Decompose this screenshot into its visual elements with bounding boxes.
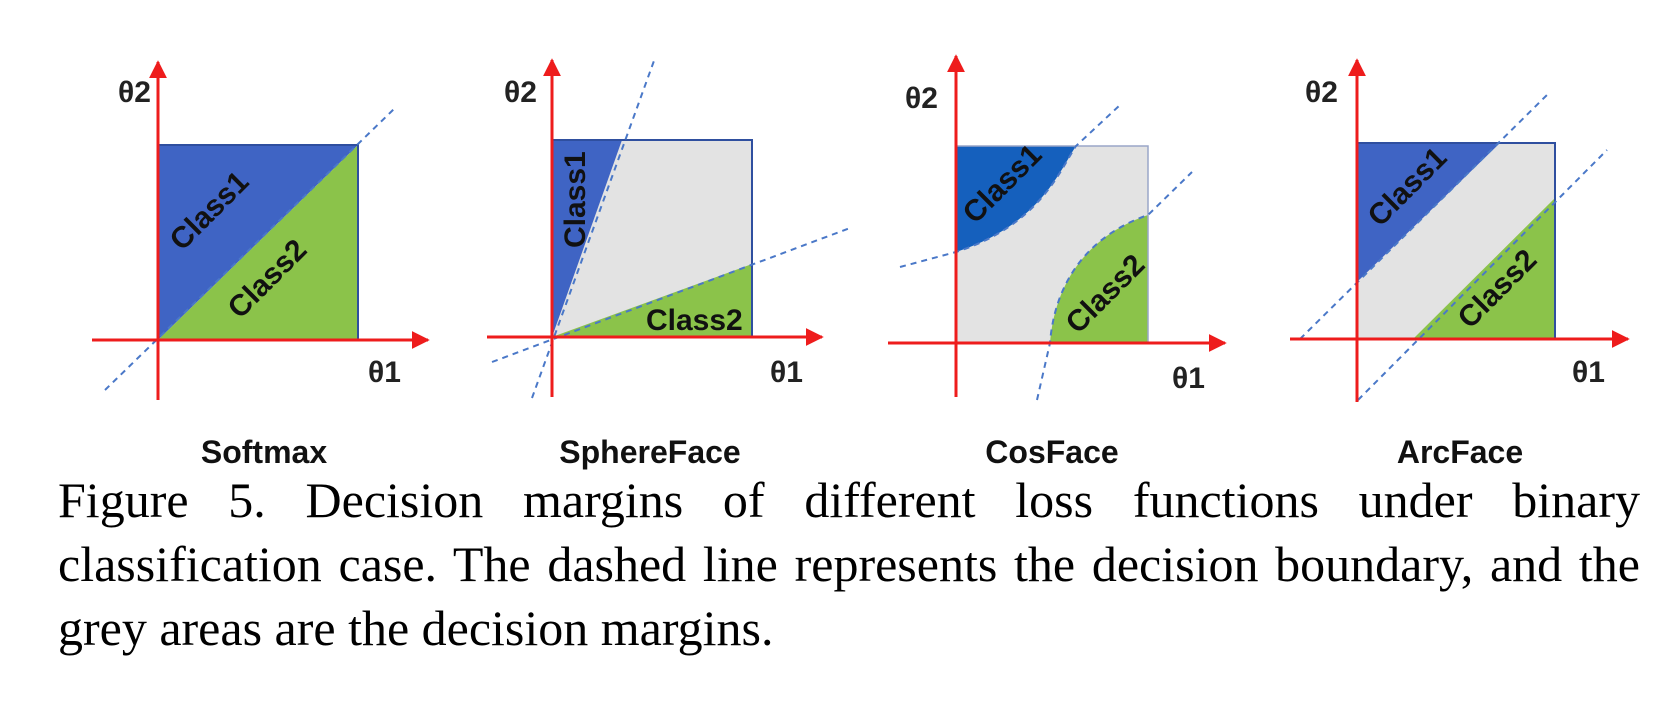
arcface-boundary-1 (1299, 91, 1551, 340)
arcface-panel: θ2 θ1 Class1 Class2 ArcFace (1290, 58, 1630, 470)
sphereface-class1-label: Class1 (559, 151, 592, 248)
figure-caption: Figure 5. Decision margins of different … (58, 472, 1640, 656)
sphereface-boundary-2 (491, 227, 851, 363)
sphereface-class1-region (552, 140, 622, 337)
cosface-class1-region (956, 146, 1076, 252)
cosface-theta1-label: θ1 (1172, 362, 1205, 395)
cosface-theta2-label: θ2 (905, 82, 938, 115)
arcface-title: ArcFace (1397, 434, 1523, 470)
cosface-panel: θ2 θ1 Class1 Class2 CosFace (888, 54, 1227, 470)
softmax-panel: θ2 θ1 Class1 Class2 Softmax (92, 60, 430, 470)
sphereface-theta1-label: θ1 (770, 356, 803, 389)
softmax-decision-boundary (104, 107, 396, 391)
cosface-title: CosFace (985, 434, 1118, 470)
arcface-theta1-label: θ1 (1572, 356, 1605, 389)
cosface-class2-region (1050, 215, 1148, 343)
sphereface-class2-region (552, 264, 752, 337)
arcface-theta2-label: θ2 (1305, 76, 1338, 109)
softmax-theta2-label: θ2 (118, 76, 151, 109)
softmax-theta1-label: θ1 (368, 356, 401, 389)
arcface-boundary-2 (1357, 149, 1608, 401)
sphereface-title: SphereFace (559, 434, 740, 470)
cosface-boundary-2 (1036, 171, 1193, 401)
sphereface-panel: θ2 θ1 Class1 Class2 SphereFace (487, 57, 851, 470)
decision-margin-figure: θ2 θ1 Class1 Class2 Softmax θ2 θ1 Class1… (92, 54, 1630, 470)
softmax-title: Softmax (201, 434, 327, 470)
sphereface-class2-label: Class2 (646, 304, 743, 337)
arcface-class2-region (1413, 198, 1555, 339)
sphereface-theta2-label: θ2 (504, 76, 537, 109)
